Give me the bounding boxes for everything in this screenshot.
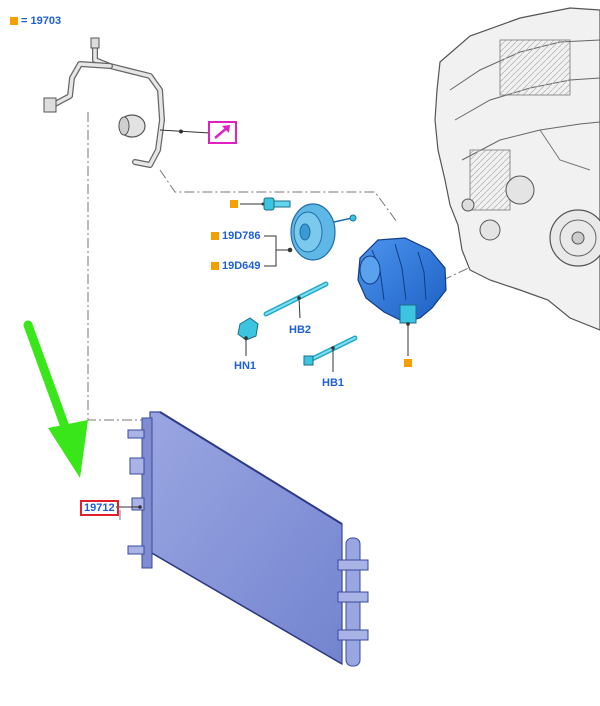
legend-marker-icon xyxy=(10,17,18,25)
callout-hb2[interactable]: HB2 xyxy=(289,324,312,336)
marker-compressor-icon xyxy=(404,359,412,367)
callout-bracket xyxy=(264,235,293,267)
bolt-hb1 xyxy=(303,335,358,372)
link-arrow-icon[interactable] xyxy=(208,121,237,144)
marker-bolt-icon xyxy=(230,200,238,208)
callout-hb1[interactable]: HB1 xyxy=(322,377,345,389)
nut-hn1 xyxy=(237,317,259,356)
marker-icon xyxy=(211,232,219,240)
ac-clutch-pulley xyxy=(290,203,357,261)
legend: = 19703 xyxy=(10,15,61,27)
callout-19d786[interactable]: 19D786 xyxy=(211,230,261,242)
ac-compressor xyxy=(357,237,447,356)
ac-condenser xyxy=(116,411,369,667)
marker-icon xyxy=(211,262,219,270)
callout-label: 19D649 xyxy=(222,260,261,272)
green-arrow-icon xyxy=(23,320,88,478)
engine xyxy=(434,7,600,331)
callout-hn1[interactable]: HN1 xyxy=(234,360,257,372)
callout-19d649[interactable]: 19D649 xyxy=(211,260,261,272)
bolt-19703 xyxy=(240,197,291,211)
callout-label: 19D786 xyxy=(222,230,261,242)
bolt-hb2 xyxy=(263,281,329,319)
ac-hose xyxy=(43,37,211,168)
callout-19712[interactable]: 19712 xyxy=(80,500,119,516)
legend-text: = 19703 xyxy=(21,15,62,27)
